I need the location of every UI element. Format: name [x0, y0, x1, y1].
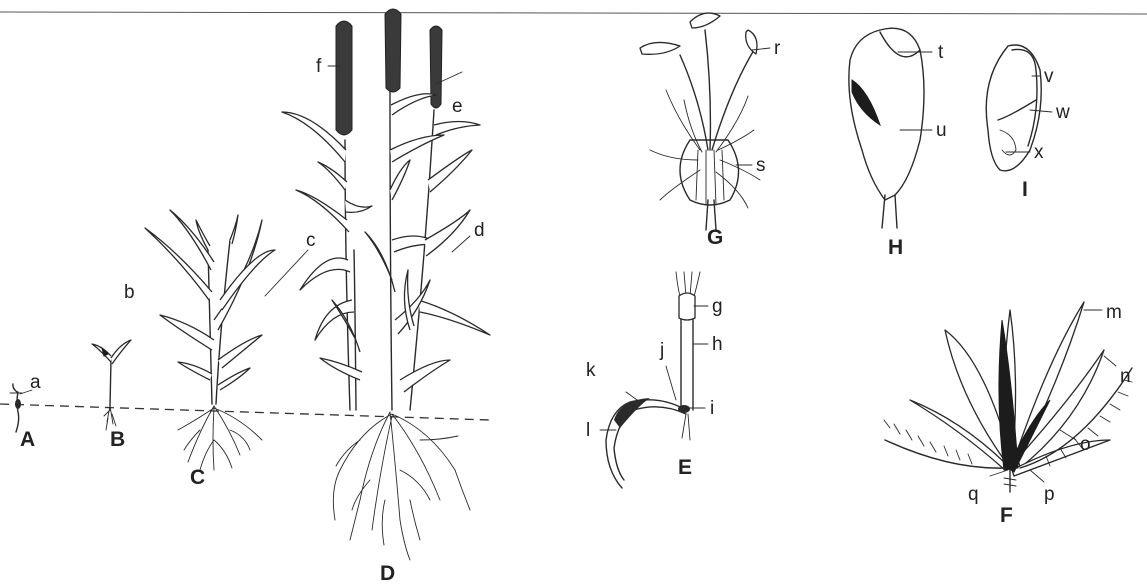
- caption-i: I: [1022, 178, 1028, 201]
- label-c: c: [306, 230, 316, 251]
- label-q: q: [968, 484, 979, 505]
- stage-h-grain: [849, 28, 924, 228]
- label-n: n: [1120, 366, 1131, 387]
- caption-b: B: [110, 428, 125, 451]
- label-x: x: [1034, 142, 1044, 163]
- label-l: l: [586, 420, 590, 441]
- caption-c: C: [190, 466, 205, 489]
- caption-f: F: [1000, 504, 1013, 527]
- label-b: b: [124, 282, 135, 303]
- stage-a-seedling: [10, 384, 22, 432]
- top-border-line: [0, 12, 1147, 14]
- stage-d-plant: [282, 9, 490, 560]
- caption-g: G: [707, 226, 723, 249]
- label-i: i: [710, 398, 714, 419]
- label-u: u: [936, 120, 947, 141]
- label-e: e: [452, 96, 463, 117]
- label-k: k: [586, 360, 596, 381]
- stage-g-flower: [640, 13, 760, 230]
- stage-c-plant: [145, 210, 275, 470]
- caption-d: D: [380, 562, 395, 584]
- stage-b-seedling: [92, 340, 131, 430]
- ground-line: [0, 404, 490, 420]
- label-p: p: [1044, 484, 1055, 505]
- caption-a: A: [20, 428, 35, 451]
- caption-h: H: [888, 236, 903, 259]
- label-t: t: [938, 42, 944, 63]
- label-h: h: [712, 334, 723, 355]
- label-d: d: [474, 220, 485, 241]
- label-w: w: [1055, 102, 1070, 123]
- label-o: o: [1080, 434, 1091, 455]
- label-g: g: [712, 296, 723, 317]
- stage-f-spikelet: [884, 302, 1132, 492]
- label-s: s: [756, 155, 766, 176]
- label-j: j: [659, 340, 664, 361]
- label-r: r: [774, 38, 781, 59]
- label-m: m: [1106, 302, 1122, 323]
- label-f: f: [316, 56, 322, 77]
- caption-e: E: [678, 456, 692, 479]
- label-a: a: [30, 372, 41, 393]
- label-v: v: [1044, 66, 1054, 87]
